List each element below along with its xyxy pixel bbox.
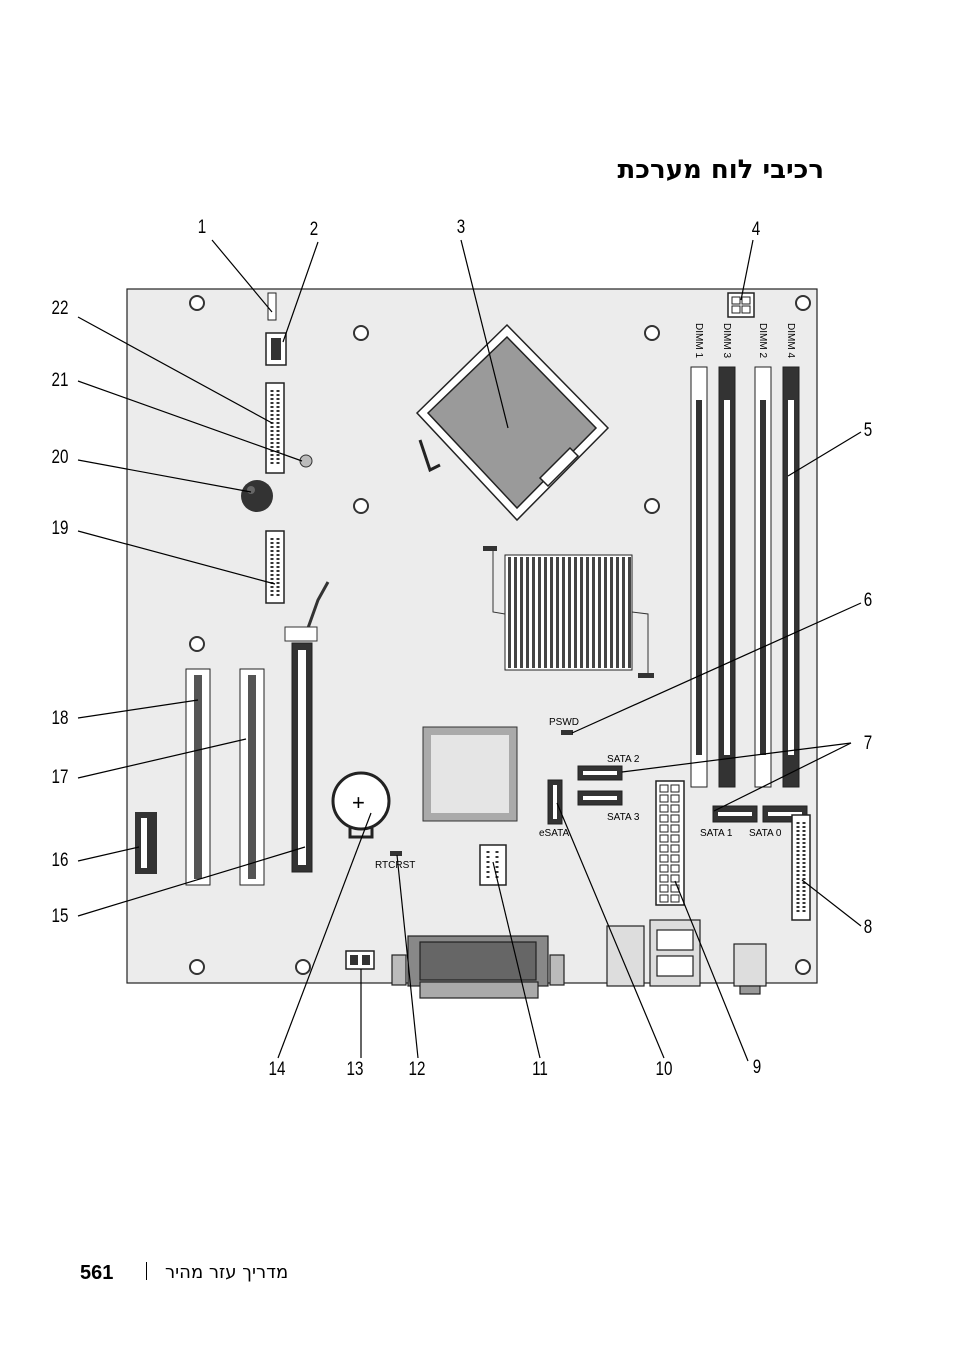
callout-4: 4 (751, 219, 761, 240)
rtcrst-label: RTCRST (375, 860, 415, 871)
callout-19: 19 (51, 518, 69, 539)
battery-socket (331, 771, 391, 831)
dimm2-label: DIMM 2 (757, 323, 768, 358)
callout-21: 21 (51, 370, 69, 391)
callout-22: 22 (51, 298, 69, 319)
callout-2: 2 (309, 219, 319, 240)
back-panel-connectors (391, 919, 767, 999)
callout-8: 8 (863, 917, 873, 938)
sata1-label: SATA 1 (700, 828, 733, 839)
pswd-label: PSWD (549, 717, 579, 728)
sata3-label: SATA 3 (607, 812, 640, 823)
sata0-label: SATA 0 (749, 828, 782, 839)
dimm3-label: DIMM 3 (721, 323, 732, 358)
intrusion-connector (267, 292, 277, 321)
internal-speaker (241, 480, 273, 512)
footer-divider (146, 1262, 147, 1280)
callout-18: 18 (51, 708, 69, 729)
pci-express-x16-slot (284, 581, 330, 873)
callout-20: 20 (51, 447, 69, 468)
callout-15: 15 (51, 906, 69, 927)
rtc-reset-jumper (390, 851, 402, 856)
callout-16: 16 (51, 850, 69, 871)
callout-14: 14 (268, 1059, 286, 1080)
page-title: רכיבי לוח מערכת (617, 155, 824, 185)
callout-9: 9 (752, 1057, 762, 1078)
callout-10: 10 (655, 1059, 673, 1080)
page-number: 561 (80, 1262, 114, 1284)
chipset-heatsink (483, 546, 654, 678)
callout-12: 12 (408, 1059, 426, 1080)
processor-socket (415, 323, 610, 522)
callout-11: 11 (532, 1059, 548, 1080)
callout-leaders (77, 239, 862, 1062)
mounting-holes (189, 295, 811, 975)
callout-5: 5 (863, 420, 873, 441)
callout-13: 13 (346, 1059, 364, 1080)
password-jumper (561, 730, 573, 735)
callout-7: 7 (863, 733, 873, 754)
footer-title: מדריך עזר מהיר (165, 1262, 289, 1283)
callout-1: 1 (197, 217, 207, 238)
front-panel-connector (265, 382, 285, 474)
dimm1-label: DIMM 1 (693, 323, 704, 358)
dimm4-label: DIMM 4 (785, 323, 796, 358)
callout-6: 6 (863, 590, 873, 611)
esata-label: eSATA (539, 828, 570, 839)
floppy-connector (791, 814, 811, 921)
usb-header (265, 530, 285, 604)
callout-3: 3 (456, 217, 466, 238)
callout-17: 17 (51, 767, 69, 788)
internal-usb-connector (479, 844, 507, 886)
standby-led (299, 454, 313, 468)
sata2-label: SATA 2 (607, 754, 640, 765)
svg-text:+: + (352, 790, 365, 815)
